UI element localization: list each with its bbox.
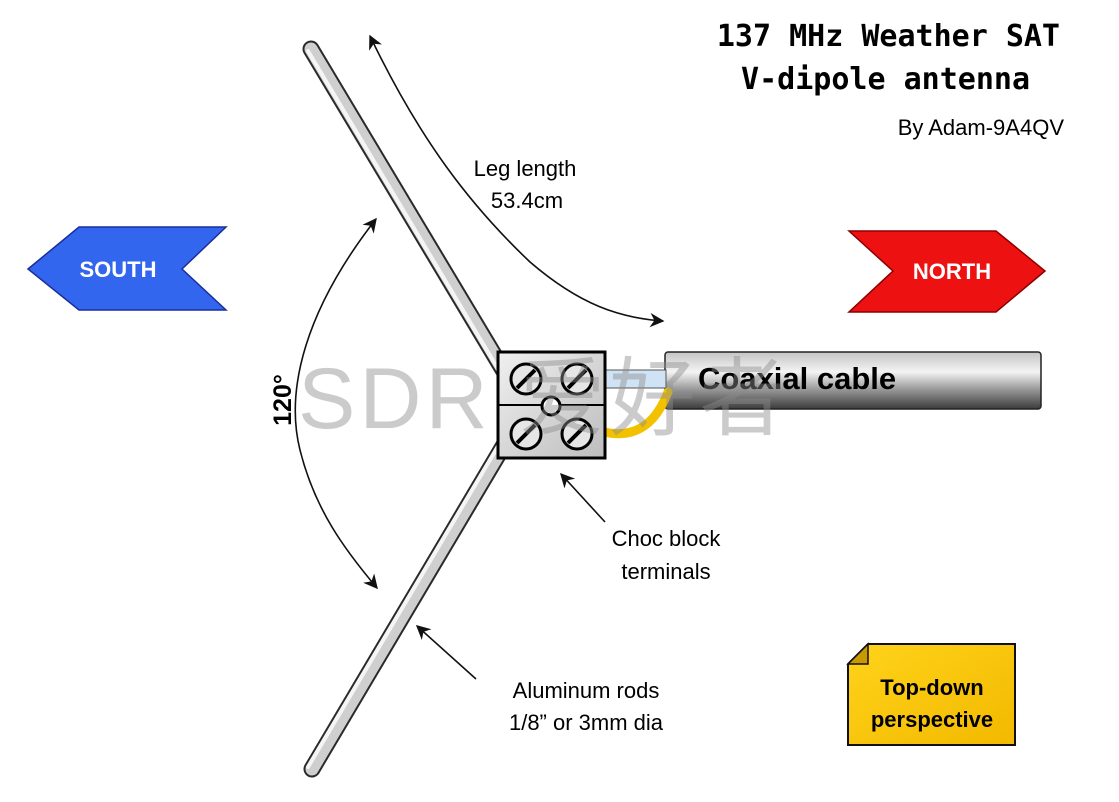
- north-arrow-shape: [847, 230, 1047, 313]
- south-direction-arrow: SOUTH: [26, 226, 228, 311]
- perspective-note: Top-down perspective: [846, 642, 1016, 746]
- lower-antenna-leg: [303, 409, 529, 778]
- south-label: SOUTH: [80, 257, 157, 282]
- screw-icon: [560, 362, 594, 396]
- south-arrow-shape: [26, 226, 228, 311]
- leg-length-label-line2: 53.4cm: [491, 188, 563, 213]
- choc-block-pointer-arrow: [560, 472, 606, 523]
- north-label: NORTH: [913, 259, 991, 284]
- diagram-title-line2: V-dipole antenna: [741, 62, 1030, 97]
- leg-length-label-line1: Leg length: [474, 156, 577, 181]
- watermark: SDR 爱好者: [298, 351, 789, 447]
- rods-pointer-arrow: [415, 625, 477, 680]
- screw-icon: [509, 362, 543, 396]
- upper-antenna-leg: [302, 40, 529, 407]
- north-direction-arrow: NORTH: [847, 230, 1047, 313]
- diagram-title-line1: 137 MHz Weather SAT: [717, 19, 1060, 54]
- author-credit: By Adam-9A4QV: [898, 115, 1065, 140]
- screw-icon: [509, 417, 543, 451]
- choc-block-terminal: [496, 350, 607, 460]
- angle-arc-arrow: [294, 217, 378, 590]
- note-folded-corner: [846, 642, 869, 665]
- upper-rod-highlight: [306, 49, 518, 401]
- lower-rod-highlight: [306, 414, 518, 769]
- rods-label-line2: 1/8” or 3mm dia: [509, 710, 664, 735]
- rods-label-line1: Aluminum rods: [513, 678, 660, 703]
- leg-length-arrow: [369, 34, 665, 328]
- choc-block-label-line1: Choc block: [612, 526, 722, 551]
- coaxial-cable: Coaxial cable: [599, 351, 1042, 439]
- choc-block-label-line2: terminals: [621, 559, 710, 584]
- coax-label: Coaxial cable: [698, 361, 896, 396]
- lower-rod-fill: [305, 411, 527, 776]
- mounting-hole-icon: [540, 395, 562, 417]
- note-label-line1: Top-down: [880, 675, 983, 700]
- note-label-line2: perspective: [871, 707, 993, 732]
- screw-icon: [560, 417, 594, 451]
- upper-rod-fill: [304, 42, 527, 405]
- coax-shield-wire: [599, 387, 673, 439]
- angle-label: 120°: [269, 374, 297, 426]
